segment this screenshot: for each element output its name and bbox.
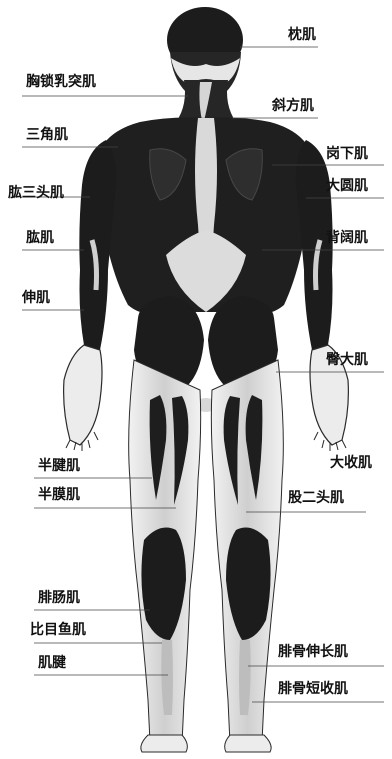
- label-gastrocnemius: 腓肠肌: [38, 590, 80, 606]
- right-leg: [211, 360, 283, 752]
- torso: [99, 118, 312, 313]
- label-peroneus-longus: 腓骨伸长肌: [278, 644, 348, 660]
- label-tendon: 肌腱: [38, 655, 66, 671]
- label-extensor: 伸肌: [22, 290, 50, 306]
- label-trapezius: 斜方肌: [272, 98, 314, 114]
- label-gluteus-maximus: 臀大肌: [326, 352, 368, 368]
- label-semitendinosus: 半腱肌: [38, 458, 80, 474]
- label-soleus: 比目鱼肌: [30, 622, 86, 638]
- label-brachialis: 肱肌: [26, 230, 54, 246]
- left-arm: [64, 140, 117, 451]
- label-biceps-femoris: 股二头肌: [288, 490, 344, 506]
- label-sternocleidomastoid: 胸锁乳突肌: [26, 74, 96, 90]
- label-latissimus-dorsi: 背阔肌: [326, 230, 368, 246]
- label-semimembranosus: 半膜肌: [38, 487, 80, 503]
- label-adductor-magnus: 大收肌: [330, 455, 372, 471]
- left-leg: [129, 360, 201, 752]
- label-peroneus-brevis: 腓骨短收肌: [278, 681, 348, 697]
- label-infraspinatus: 岗下肌: [326, 146, 368, 162]
- label-teres-major: 大圆肌: [326, 178, 368, 194]
- label-deltoid: 三角肌: [26, 127, 68, 143]
- label-occipitalis: 枕肌: [288, 27, 316, 43]
- label-triceps: 肱三头肌: [8, 185, 64, 201]
- head: [167, 7, 243, 92]
